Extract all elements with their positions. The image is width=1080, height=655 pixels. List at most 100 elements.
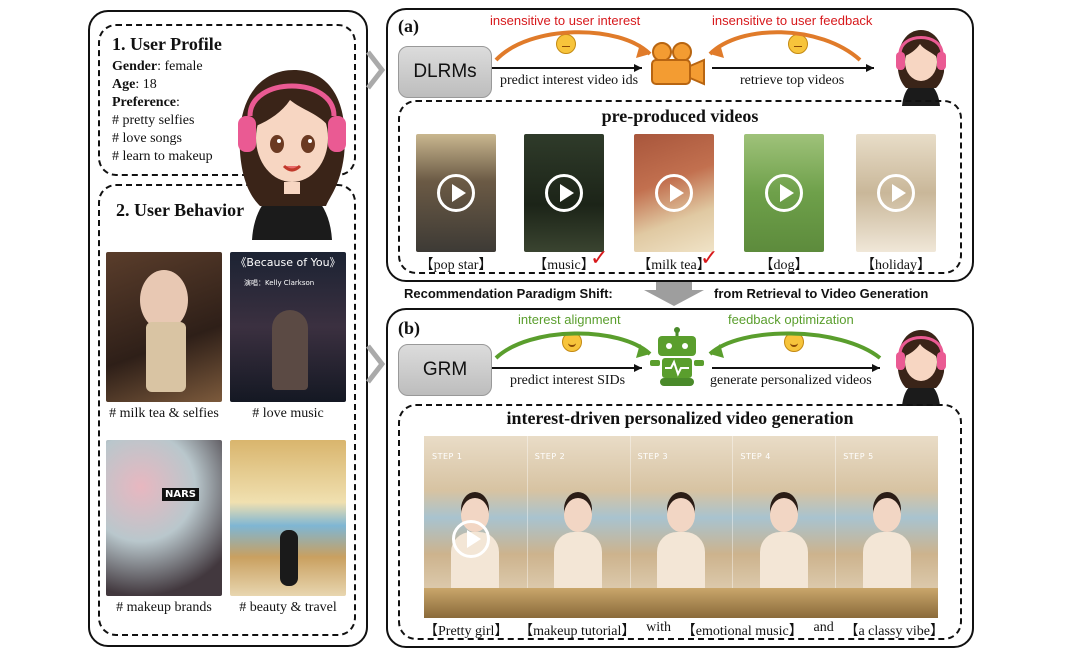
- video-thumbnail[interactable]: [856, 134, 936, 252]
- model-body: [554, 532, 603, 592]
- user-profile-box: [98, 24, 356, 176]
- generation-heading: interest-driven personalized video gener…: [506, 408, 854, 428]
- play-icon[interactable]: [452, 520, 490, 558]
- step-label: STEP 4: [740, 452, 771, 461]
- song-title-overlay: 《Because of You》: [235, 256, 341, 269]
- panel-a-arrows: [492, 30, 874, 72]
- vanity-table: [732, 588, 836, 618]
- behavior-caption: # love music: [252, 406, 324, 421]
- preference-item: # learn to makeup: [112, 149, 213, 164]
- small-user-avatar-icon: [896, 30, 946, 106]
- selfie-face: [140, 270, 188, 330]
- model-body: [656, 532, 705, 592]
- tag-makeup-tutorial: 【makeup tutorial】: [519, 624, 636, 639]
- traveler-figure: [280, 530, 298, 586]
- model-head: [564, 498, 593, 532]
- tag-connector-with: with: [646, 620, 672, 635]
- behavior-thumb-love-music: 《Because of You》 演唱：Kelly Clarkson: [230, 252, 346, 402]
- step-label: STEP 3: [637, 452, 669, 461]
- check-mark-icon: ✓: [590, 246, 609, 271]
- preference-label: Preference: [112, 95, 176, 110]
- frame-container: STEP 1 STEP 2 STEP 3 STEP 4 STEP 5: [424, 436, 938, 618]
- model-head: [769, 498, 798, 532]
- step-label: STEP 2: [534, 452, 566, 461]
- dlrm-model-box: DLRMs: [398, 46, 492, 98]
- tag-classy-vibe: 【a classy vibe】: [844, 624, 944, 639]
- vanity-table: [629, 588, 733, 618]
- shift-left-text: Recommendation Paradigm Shift:: [404, 286, 613, 301]
- arrow-label-retrieve: retrieve top videos: [740, 73, 845, 88]
- video-thumbnail[interactable]: [744, 134, 824, 252]
- model-body: [862, 532, 911, 592]
- unamused-emoji-icon: [788, 34, 808, 54]
- video-frame: STEP 2: [526, 436, 631, 618]
- behavior-caption: # beauty & travel: [239, 600, 337, 615]
- vanity-table: [424, 588, 527, 618]
- critique-right: insensitive to user feedback: [712, 13, 873, 28]
- preference-colon: :: [176, 95, 180, 110]
- video-label: 【milk tea】: [637, 258, 711, 273]
- play-icon[interactable]: [877, 174, 915, 212]
- video-thumbnail[interactable]: [634, 134, 714, 252]
- praise-right: feedback optimization: [728, 312, 854, 327]
- video-camera-icon: [651, 42, 705, 86]
- generated-video-strip: STEP 1 STEP 2 STEP 3 STEP 4 STEP 5: [424, 436, 938, 618]
- small-user-avatar-icon: [896, 330, 946, 406]
- arrow-label-generate: generate personalized videos: [710, 373, 872, 388]
- user-profile-heading: 1. User Profile: [112, 34, 222, 54]
- tag-pretty-girl: 【Pretty girl】: [424, 624, 509, 639]
- model-head: [872, 498, 901, 532]
- model-head: [666, 498, 695, 532]
- play-icon[interactable]: [545, 174, 583, 212]
- arrow-label-predict-ids: predict interest video ids: [500, 73, 639, 88]
- tag-emotional-music: 【emotional music】: [681, 624, 803, 639]
- model-body: [759, 532, 808, 592]
- tag-connector-and: and: [813, 620, 834, 635]
- user-behavior-heading: 2. User Behavior: [116, 200, 245, 220]
- video-label: 【music】: [533, 258, 595, 273]
- step-label: STEP 5: [843, 452, 874, 461]
- shift-right-text: from Retrieval to Video Generation: [714, 286, 929, 301]
- user-profile-details: Gender: female Age: 18 Preference: # pre…: [112, 58, 262, 166]
- pre-produced-videos-box: [398, 100, 962, 274]
- praise-left: interest alignment: [518, 312, 621, 327]
- play-icon[interactable]: [765, 174, 803, 212]
- chevron-right-icon: [366, 344, 386, 384]
- unamused-emoji-icon: [556, 34, 576, 54]
- video-label: 【pop star】: [419, 258, 493, 273]
- age-value: : 18: [135, 77, 157, 92]
- video-thumbnail[interactable]: [524, 134, 604, 252]
- behavior-caption: # makeup brands: [116, 600, 212, 615]
- generation-tags: 【Pretty girl】 【makeup tutorial】 with 【em…: [424, 620, 944, 640]
- brand-overlay: NARS: [162, 488, 200, 501]
- singer-figure: [272, 310, 308, 390]
- singer-overlay: 演唱：Kelly Clarkson: [244, 279, 315, 287]
- critique-left: insensitive to user interest: [490, 13, 641, 28]
- generation-box: [398, 404, 962, 640]
- step-label: STEP 1: [432, 452, 463, 461]
- video-frame: STEP 4: [732, 436, 837, 618]
- behavior-thumb-makeup-brands: NARS: [106, 440, 222, 596]
- robot-icon: [650, 327, 704, 386]
- user-avatar-illustration: [238, 70, 346, 240]
- arrow-label-predict-sids: predict interest SIDs: [510, 373, 626, 388]
- gender-label: Gender: [112, 59, 158, 74]
- behavior-thumb-beauty-travel: [230, 440, 346, 596]
- user-behavior-box: [98, 184, 356, 636]
- panel-a-label: (a): [398, 16, 419, 36]
- vanity-table: [835, 588, 938, 618]
- preference-item: # love songs: [112, 131, 182, 146]
- play-icon[interactable]: [437, 174, 475, 212]
- video-label: 【dog】: [759, 258, 809, 273]
- panel-b-arrows: [492, 331, 882, 372]
- video-label: 【holiday】: [861, 258, 931, 273]
- video-thumbnail[interactable]: [416, 134, 496, 252]
- preference-item: # pretty selfies: [112, 113, 195, 128]
- play-icon[interactable]: [655, 174, 693, 212]
- pre-produced-videos-heading: pre-produced videos: [601, 106, 759, 126]
- grm-model-box: GRM: [398, 344, 492, 396]
- milk-tea-cup: [146, 322, 186, 392]
- video-frame: STEP 5: [835, 436, 938, 618]
- age-label: Age: [112, 77, 136, 92]
- behavior-caption: # milk tea & selfies: [109, 406, 219, 421]
